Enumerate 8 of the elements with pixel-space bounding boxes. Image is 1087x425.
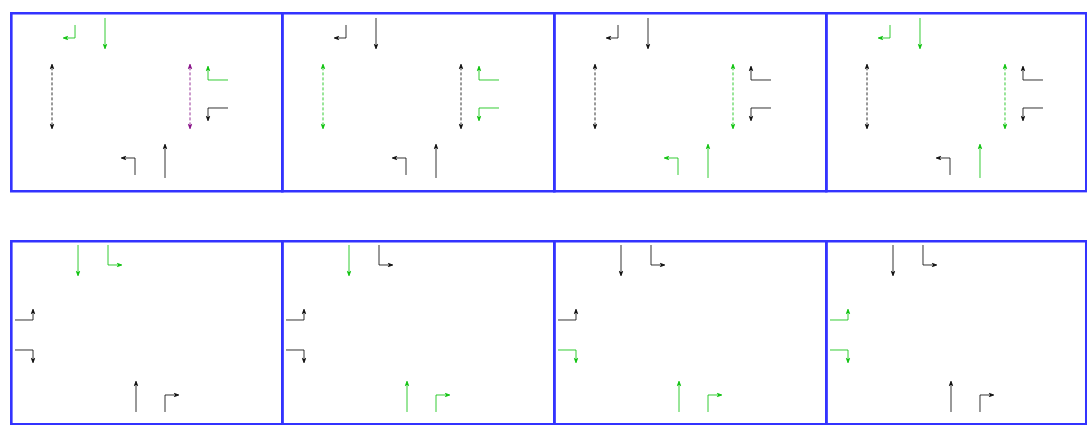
phase-panel [825, 240, 1087, 425]
phase-panel [10, 12, 284, 193]
phase-panel [10, 240, 284, 425]
phase-panel [281, 240, 556, 425]
phase-panel [281, 12, 556, 193]
phase-panel [553, 12, 828, 193]
phase-panel [553, 240, 828, 425]
phase-panel [825, 12, 1087, 193]
